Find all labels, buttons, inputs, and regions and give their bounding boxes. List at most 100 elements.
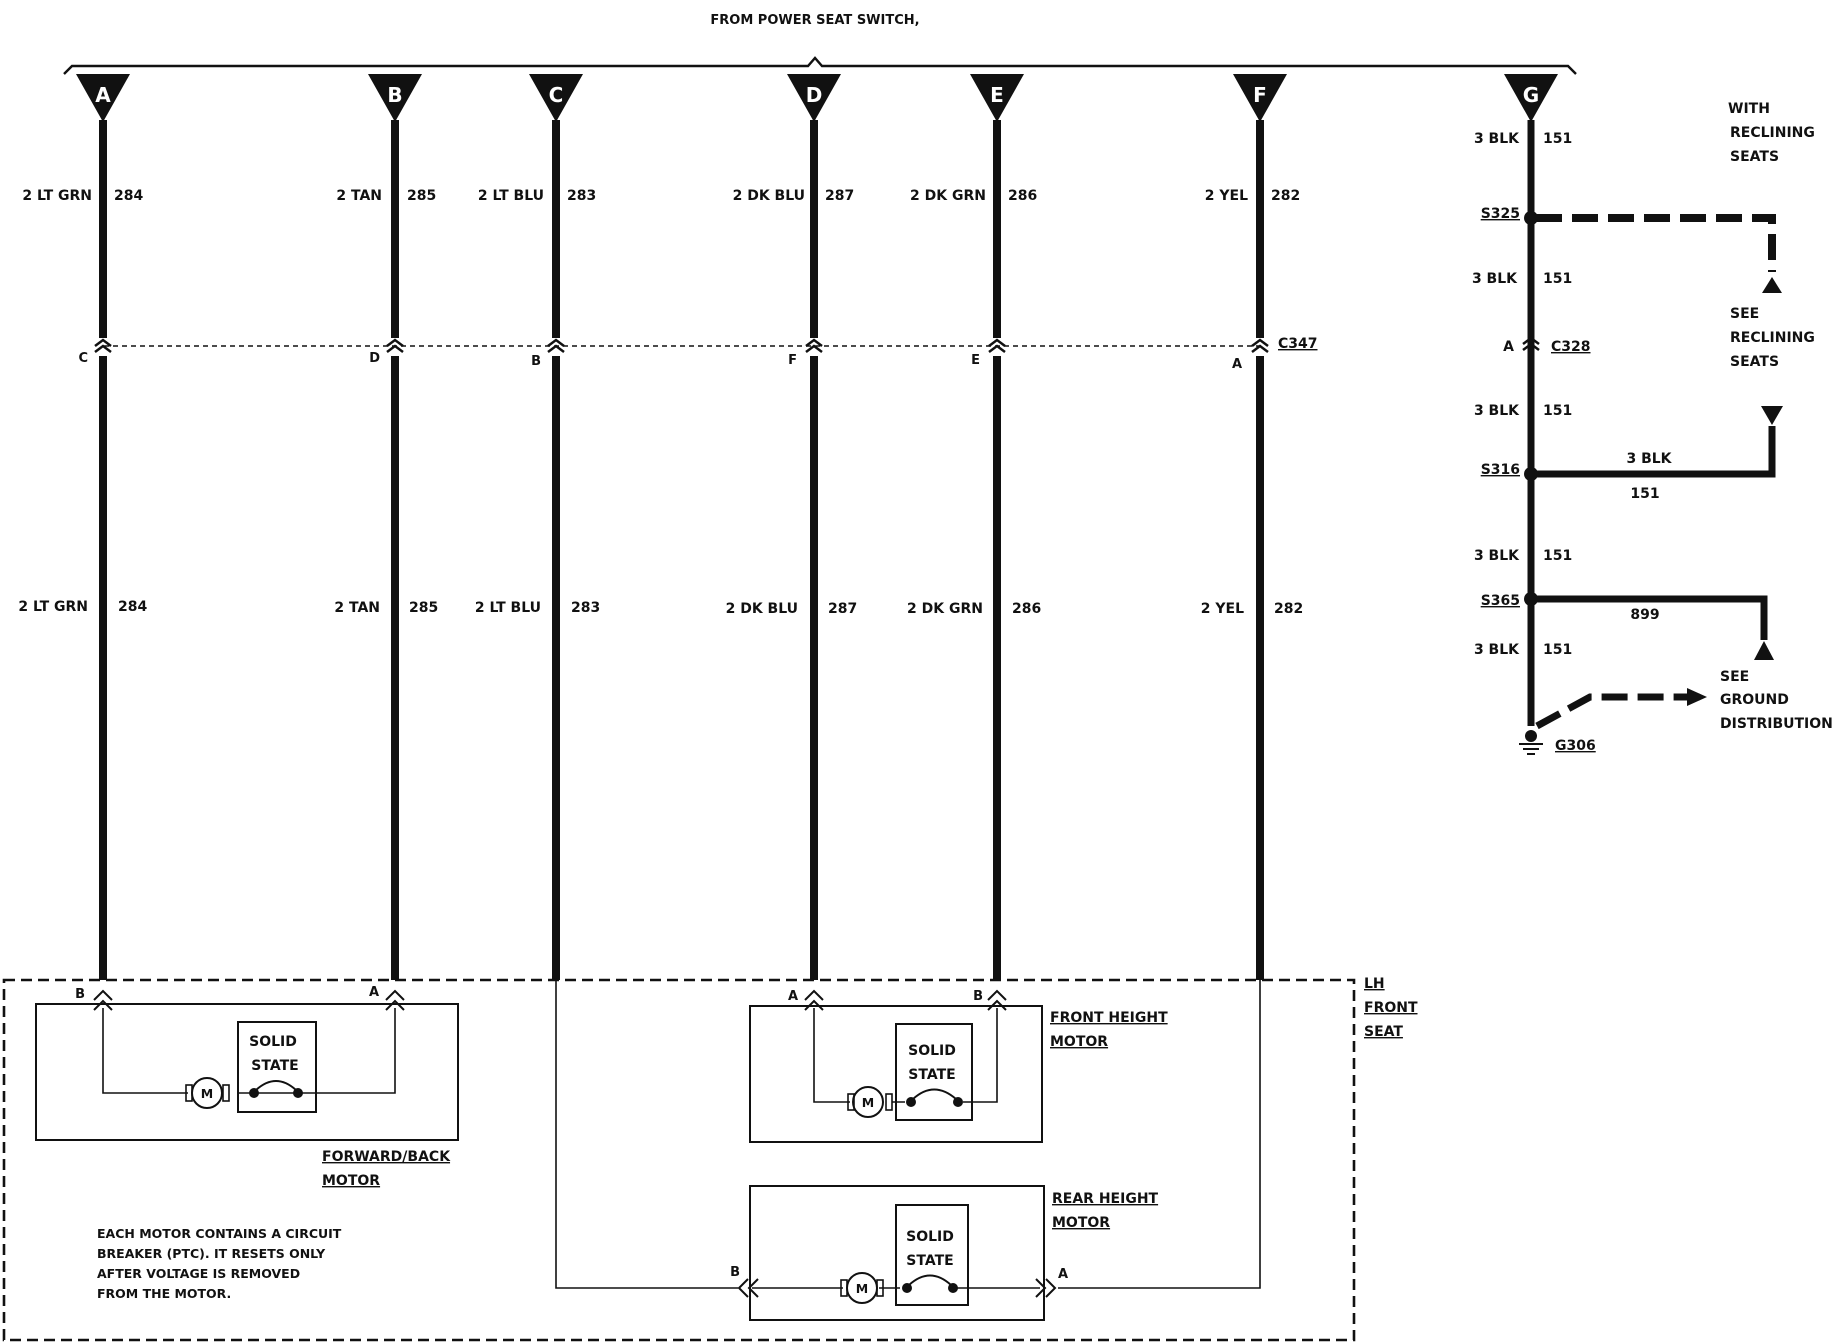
- fh-internal-wiring: [813, 1008, 998, 1103]
- connector-c347-label: C347: [1278, 336, 1318, 352]
- splice-s316-label: S316: [1481, 462, 1520, 478]
- rh-solid-state-box: [895, 1204, 969, 1306]
- terminal-c-triangle: [529, 74, 583, 122]
- fh-motor-m: M: [862, 1095, 874, 1110]
- wire-f-conn-pin: A: [1232, 357, 1242, 372]
- rh-solid-label: SOLID: [906, 1229, 954, 1245]
- note-with: WITH: [1728, 101, 1770, 117]
- wire-c-lower-color: 2 LT BLU: [475, 600, 541, 616]
- fb-solid-state-box: [237, 1021, 317, 1113]
- fh-motor-cap-right: [885, 1093, 893, 1111]
- terminal-d-letter: D: [806, 83, 823, 107]
- wire-e-conn-pin: E: [971, 353, 980, 368]
- fb-pin-a: A: [369, 985, 379, 1000]
- terminal-f-letter: F: [1253, 83, 1267, 107]
- wire-d: D 2 DK BLU 287 F 2 DK BLU 287: [726, 74, 857, 980]
- fb-motor-label-2: MOTOR: [322, 1173, 380, 1189]
- fh-pin-a-connector-icon: [804, 989, 824, 1011]
- rh-motor-label-1: REAR HEIGHT: [1052, 1191, 1159, 1207]
- splice-s365-label: S365: [1481, 593, 1520, 609]
- wire-c-conn-mark: [547, 338, 565, 353]
- g-wire-label-3: 3 BLK: [1474, 403, 1520, 419]
- wire-a-upper-color: 2 LT GRN: [22, 188, 92, 204]
- wire-e-upper-circuit: 286: [1008, 188, 1037, 204]
- fb-state-label: STATE: [251, 1058, 298, 1074]
- c328-pin: A: [1503, 339, 1514, 355]
- wire-d-upper-circuit: 287: [825, 188, 854, 204]
- lh-front-seat-outline: [2, 978, 1356, 1342]
- wire-b-conn-pin: D: [369, 351, 380, 366]
- terminal-e-letter: E: [990, 83, 1004, 107]
- note-distribution: DISTRIBUTION: [1720, 716, 1833, 732]
- wire-a-lower-circuit: 284: [118, 599, 147, 615]
- wire-f-upper-color: 2 YEL: [1205, 188, 1248, 204]
- wire-c-upper-circuit: 283: [567, 188, 596, 204]
- seat-label-lh: LH: [1364, 976, 1385, 992]
- wire-a: A 2 LT GRN 284 C 2 LT GRN 284: [18, 74, 147, 980]
- s325-reclining-branch: [1536, 214, 1776, 272]
- fh-breaker-arc: [912, 1088, 957, 1100]
- note-see-1: SEE: [1730, 306, 1759, 322]
- note-see-2: SEE: [1720, 669, 1749, 685]
- s316-branch-arrow-icon: [1761, 406, 1783, 425]
- rh-pin-a: A: [1058, 1267, 1068, 1282]
- wire-e: E 2 DK GRN 286 E 2 DK GRN 286: [907, 74, 1041, 980]
- fb-motor-box: [35, 1003, 459, 1141]
- s316-branch: [1536, 426, 1776, 478]
- rh-pin-b-connector-icon: [737, 1278, 759, 1298]
- terminal-c-letter: C: [549, 83, 564, 107]
- fh-motor-icon: [852, 1086, 884, 1118]
- c328-label: C328: [1551, 339, 1591, 355]
- ground-g306-label: G306: [1555, 738, 1596, 754]
- g-circuit-label-4: 151: [1543, 548, 1572, 564]
- wire-b-conn-mark: [386, 338, 404, 353]
- wire-f-lower-circuit: 282: [1274, 601, 1303, 617]
- terminal-a-triangle: [76, 74, 130, 122]
- splice-s365: [1524, 592, 1538, 606]
- wire-d-conn-pin: F: [788, 353, 797, 368]
- rear-height-motor: B A SOLID STATE M REAR HEIGHT MOTOR: [555, 980, 1261, 1321]
- note-reclining-1: RECLINING: [1730, 125, 1815, 141]
- terminal-f-triangle: [1233, 74, 1287, 122]
- rh-breaker-arc: [908, 1274, 952, 1286]
- rh-motor-label-2: MOTOR: [1052, 1215, 1110, 1231]
- front-height-motor: A B SOLID STATE M FRONT HEIGHT MOTOR: [749, 989, 1168, 1143]
- note-seats-1: SEATS: [1730, 149, 1779, 165]
- diagram-title: FROM POWER SEAT SWITCH,: [710, 13, 919, 28]
- fh-motor-label-2: MOTOR: [1050, 1034, 1108, 1050]
- fh-solid-state-box: [895, 1023, 973, 1121]
- terminal-b-letter: B: [387, 83, 402, 107]
- wire-e-conn-mark: [988, 338, 1006, 353]
- wire-e-lower-color: 2 DK GRN: [907, 601, 983, 617]
- wire-a-upper-circuit: 284: [114, 188, 143, 204]
- s316-branch-circuit: 151: [1630, 486, 1659, 502]
- wire-d-lower-color: 2 DK BLU: [726, 601, 798, 617]
- g-wire-label-1: 3 BLK: [1474, 131, 1520, 147]
- rh-motor-icon: [846, 1272, 878, 1304]
- terminal-e-triangle: [970, 74, 1024, 122]
- fb-internal-wiring: [102, 1008, 396, 1094]
- s365-branch: [1536, 595, 1768, 640]
- fb-pin-b-connector-icon: [93, 989, 113, 1011]
- fh-motor-label-1: FRONT HEIGHT: [1050, 1010, 1168, 1026]
- fb-pin-b: B: [75, 987, 85, 1002]
- wire-f: F 2 YEL 282 A 2 YEL 282: [1201, 74, 1303, 980]
- s365-branch-arrow-icon: [1754, 641, 1774, 660]
- g-wire-label-2: 3 BLK: [1472, 271, 1518, 287]
- fb-motor-icon: [191, 1077, 223, 1109]
- wire-f-lower-color: 2 YEL: [1201, 601, 1244, 617]
- wire-a-lower-color: 2 LT GRN: [18, 599, 88, 615]
- footnote-line-2: BREAKER (PTC). IT RESETS ONLY: [97, 1246, 326, 1261]
- note-reclining-2: RECLINING: [1730, 330, 1815, 346]
- fb-motor-cap-right: [222, 1084, 230, 1102]
- wire-f-conn-mark: [1251, 338, 1269, 353]
- fh-pin-b-connector-icon: [987, 989, 1007, 1011]
- s325-reclining-arrow-icon: [1762, 277, 1782, 293]
- wire-c-conn-pin: B: [531, 354, 541, 369]
- fh-pin-a: A: [788, 989, 798, 1004]
- fb-motor-m: M: [201, 1086, 213, 1101]
- forward-back-motor: B A SOLID STATE M FORWARD/BACK MOTOR: [35, 985, 459, 1189]
- wire-c-lower-circuit: 283: [571, 600, 600, 616]
- g-circuit-label-5: 151: [1543, 642, 1572, 658]
